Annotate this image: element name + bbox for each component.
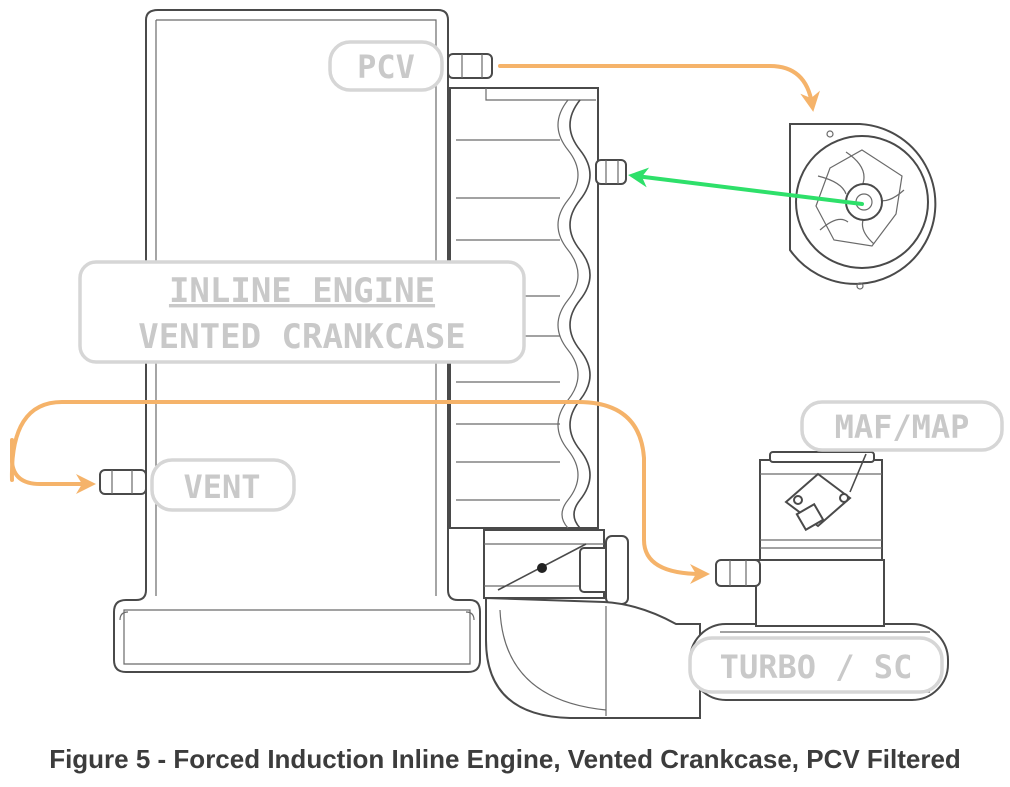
turbo-sc-label: TURBO / SC [688,636,944,694]
pcv-label-text: PCV [357,48,415,86]
figure-caption: Figure 5 - Forced Induction Inline Engin… [49,744,961,774]
catch-can-to-manifold-arrow [628,167,864,206]
engine-label: INLINE ENGINE VENTED CRANKCASE [78,260,526,364]
vent-fitting [99,469,147,495]
vent-label-text: VENT [183,468,260,506]
vent-return-arrow [10,438,96,494]
intake-elbow [485,596,701,719]
turbo-sc-label-text: TURBO / SC [720,648,913,686]
pcv-to-catch-can-arrow [498,64,820,112]
vent-label: VENT [150,458,296,512]
engine-label-line2: VENTED CRANKCASE [138,317,466,357]
pcv-fitting [447,53,493,79]
maf-map-label: MAF/MAP [800,400,1004,452]
throttle-body [483,529,629,605]
turbo-inlet-fitting [715,559,761,587]
engine-label-line1: INLINE ENGINE [169,271,435,311]
vent-to-turbo-arrow [9,400,710,584]
pcv-label: PCV [328,40,444,92]
catch-can [789,123,937,290]
manifold-fitting [595,159,627,185]
maf-map-label-text: MAF/MAP [835,408,970,446]
maf-sensor [784,472,852,532]
maf-housing [755,451,885,627]
